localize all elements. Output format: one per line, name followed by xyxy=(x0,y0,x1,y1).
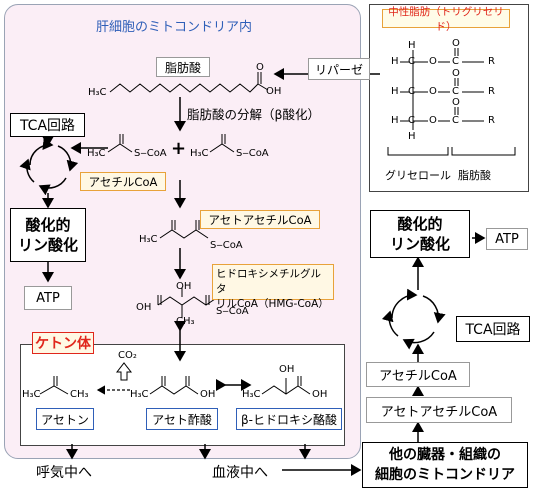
fat-fatty-acid-label: 脂肪酸 xyxy=(458,169,491,182)
tg-r-1: R xyxy=(488,56,495,67)
right-acetyl-coa-label: アセチルCoA xyxy=(366,362,470,387)
tg-o-3: O xyxy=(429,115,437,126)
tca-left-label: TCA回路 xyxy=(10,113,85,137)
bhb-h3c: H₃C xyxy=(242,389,261,400)
other-tissues-box: 他の臓器・組織の 細胞のミトコンドリア xyxy=(362,442,528,488)
acetoacetyl-coa-label: アセトアセチルCoA xyxy=(200,210,320,229)
tg-cc-2: C xyxy=(452,86,459,97)
tg-h-2: H xyxy=(391,86,399,97)
oxphos-left-box: 酸化的 リン酸化 xyxy=(10,208,86,262)
ketone-body-label: ケトン体 xyxy=(32,332,94,354)
acac-acid-h3c: H₃C xyxy=(130,389,149,400)
oxphos-right-line-1: 酸化的 xyxy=(397,215,443,233)
tg-cc-1: C xyxy=(452,56,459,67)
lipase-label: リパーゼ xyxy=(308,58,370,80)
acetyl-h3c-1: H₃C xyxy=(87,148,106,159)
tg-r-3: R xyxy=(488,115,495,126)
acetone-ch3: CH₃ xyxy=(70,389,89,400)
triglyceride-title: 中性脂肪（トリグリセリド） xyxy=(382,6,510,33)
hmg-coa-label: ヒドロキシメチルグルタ リルCoA（HMG-CoA） xyxy=(212,264,334,310)
acetyl-scoa-2: S‒CoA xyxy=(236,148,269,159)
other-tissues-line-2: 細胞のミトコンドリア xyxy=(375,467,515,483)
tg-r-2: R xyxy=(488,86,495,97)
acac-scoa: S‒CoA xyxy=(210,240,243,251)
to-breath-label: 呼気中へ xyxy=(36,465,92,481)
tg-oo-2: O xyxy=(452,68,460,79)
tg-oo-1: O xyxy=(452,38,460,49)
fa-oh: OH xyxy=(266,86,282,97)
tg-cc-3: C xyxy=(452,115,459,126)
beta-hydroxybutyric-label: β-ヒドロキシ酪酸 xyxy=(236,408,342,430)
fatty-acid-chain xyxy=(109,83,259,93)
tg-o-1: O xyxy=(429,56,437,67)
tg-h-1: H xyxy=(391,56,399,67)
beta-oxidation-label: 脂肪酸の分解（β酸化） xyxy=(187,107,320,122)
right-acetoacetyl-coa-label: アセトアセチルCoA xyxy=(366,397,512,423)
acac-acid-oh: OH xyxy=(200,389,216,400)
acac-h3c: H₃C xyxy=(139,234,158,245)
tg-c-1: C xyxy=(408,56,415,67)
tg-c-3: C xyxy=(408,115,415,126)
atp-left-label: ATP xyxy=(24,286,72,310)
triglyceride-structure xyxy=(387,48,516,156)
hmg-coa-line-2: リルCoA（HMG-CoA） xyxy=(216,298,329,310)
tca-cycle-right xyxy=(381,288,446,350)
fa-h3c: H₃C xyxy=(88,87,107,98)
tg-c-2: C xyxy=(408,86,415,97)
other-tissues-line-1: 他の臓器・組織の xyxy=(389,447,501,463)
to-blood-label: 血液中へ xyxy=(212,465,268,481)
oxphos-left-line-1: 酸化的 xyxy=(25,216,71,234)
tg-o-2: O xyxy=(429,86,437,97)
tg-h-3: H xyxy=(391,115,399,126)
tg-h-top: H xyxy=(408,40,416,51)
acetone-h3c: H₃C xyxy=(22,389,41,400)
bhb-oh-top: OH xyxy=(279,364,295,375)
atp-right-label: ATP xyxy=(486,228,528,250)
triglyceride-panel xyxy=(369,4,529,192)
tca-cycle-left xyxy=(19,138,79,196)
tg-oo-3: O xyxy=(452,97,460,108)
bhb-oh: OH xyxy=(312,389,328,400)
tca-right-label: TCA回路 xyxy=(456,316,530,342)
acetyl-h3c-2: H₃C xyxy=(190,148,209,159)
hmg-coa-line-1: ヒドロキシメチルグルタ xyxy=(216,268,321,295)
hmg-scoa: S‒CoA xyxy=(216,306,249,317)
acetyl-scoa-1: S‒CoA xyxy=(134,148,167,159)
acetoacetic-acid-label: アセト酢酸 xyxy=(146,408,218,430)
fatty-acid-label: 脂肪酸 xyxy=(156,57,210,77)
oxphos-left-line-2: リン酸化 xyxy=(17,236,78,254)
hmg-ho: OH xyxy=(136,302,152,313)
fa-o: O xyxy=(256,62,264,73)
oxphos-right-line-2: リン酸化 xyxy=(389,235,450,253)
acetone-label: アセトン xyxy=(36,408,94,430)
co2-label: CO₂ xyxy=(118,350,137,361)
hmg-ch3: CH₃ xyxy=(176,316,195,327)
plus-sign: + xyxy=(171,138,187,159)
oxphos-right-box: 酸化的 リン酸化 xyxy=(370,210,470,258)
hmg-oh: OH xyxy=(176,281,192,292)
acetyl-coa-label: アセチルCoA xyxy=(80,172,166,191)
liver-title: 肝細胞のミトコンドリア内 xyxy=(96,20,253,35)
tg-h-bottom: H xyxy=(408,131,416,142)
glycerol-label: グリセロール xyxy=(385,169,451,182)
